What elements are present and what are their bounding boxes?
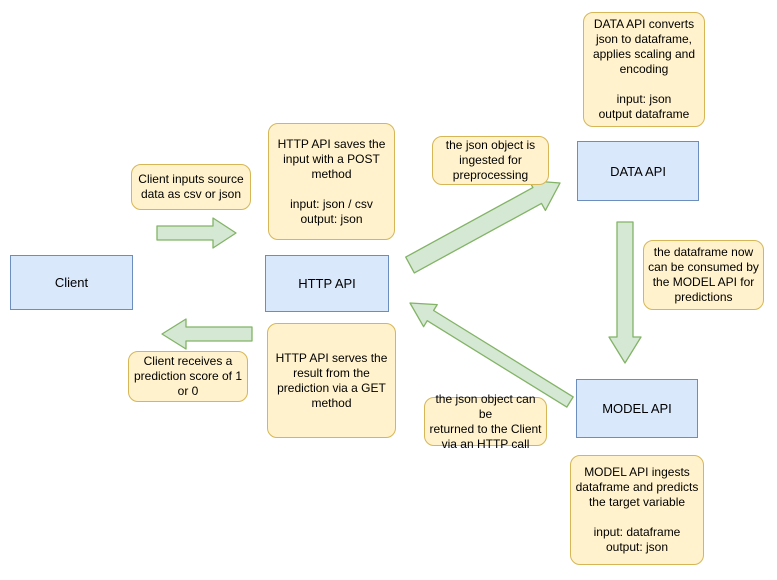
node-client: Client	[10, 255, 133, 310]
arrow-http-api-to-client	[161, 318, 253, 350]
node-http-api: HTTP API	[265, 255, 389, 312]
note-http-get-method: HTTP API serves the result from the pred…	[267, 323, 396, 438]
note-dataframe-consumed: the dataframe now can be consumed by the…	[643, 240, 764, 310]
note-model-api-ingests: MODEL API ingests dataframe and predicts…	[570, 455, 704, 565]
note-http-post-method: HTTP API saves the input with a POST met…	[268, 123, 395, 240]
note-client-receives: Client receives a prediction score of 1 …	[128, 351, 248, 402]
arrow-model-api-to-http-api	[409, 302, 574, 408]
note-json-ingested: the json object is ingested for preproce…	[432, 136, 549, 185]
note-json-returned: the json object can be returned to the C…	[424, 392, 547, 451]
node-model-api: MODEL API	[576, 379, 698, 438]
arrow-data-api-to-model-api	[608, 221, 642, 364]
arrow-http-api-to-data-api	[405, 179, 561, 274]
arrow-client-to-http-api	[156, 217, 237, 249]
note-client-inputs: Client inputs source data as csv or json	[131, 164, 251, 210]
node-data-api: DATA API	[577, 141, 699, 201]
note-data-api-converts: DATA API converts json to dataframe, app…	[583, 12, 705, 127]
